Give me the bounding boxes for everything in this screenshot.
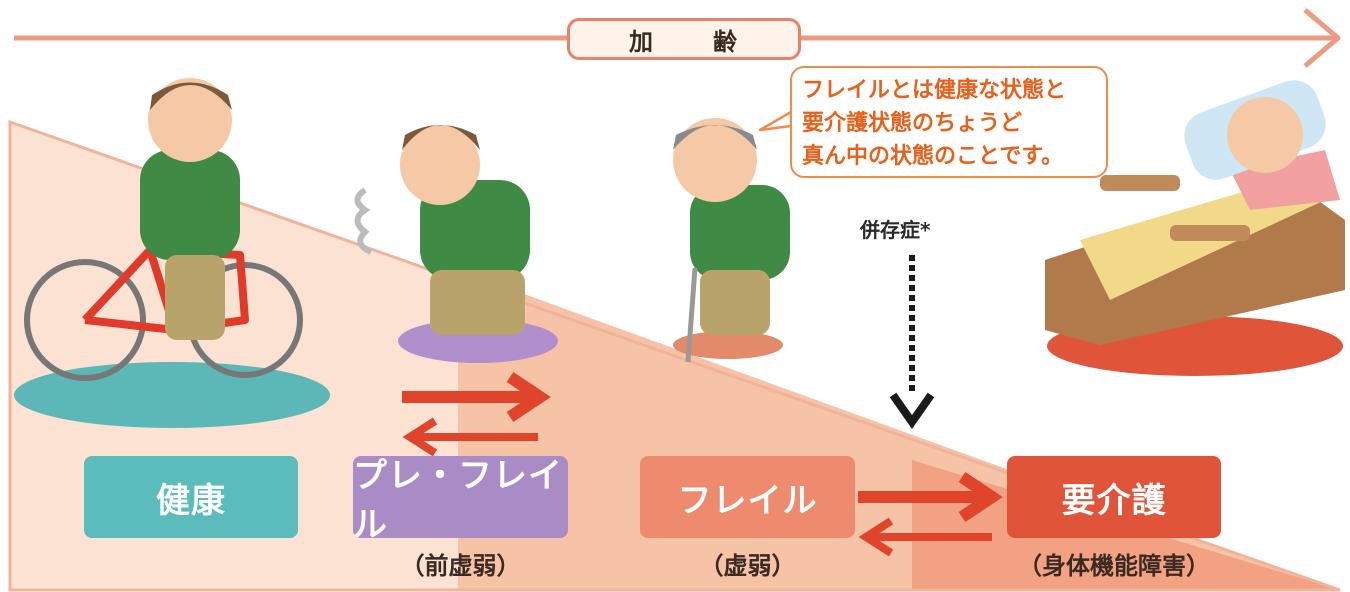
prefrail-forward-arrow [402, 372, 551, 422]
speech-line-3: 真ん中の状態のことです。 [802, 144, 1064, 169]
stage-healthy-label: 健康 [156, 480, 226, 521]
comorbidity-arrow [889, 255, 935, 429]
speech-bubble: フレイルとは健康な状態と 要介護状態のちょうど 真ん中の状態のことです。 [790, 66, 1108, 178]
frail-shadow [673, 331, 783, 359]
stage-care-label: 要介護 [1061, 480, 1167, 521]
frail-forward-arrow [858, 472, 1003, 522]
speech-line-2: 要介護状態のちょうど [802, 111, 1023, 136]
stage-healthy-box: 健康 [84, 456, 298, 538]
bed-illustration [1045, 80, 1345, 345]
stage-frail-label: フレイル [677, 480, 818, 521]
stage-frail-sublabel: （虚弱） [699, 552, 796, 580]
aging-label: 加 齢 [567, 18, 801, 60]
speech-tail [758, 110, 793, 132]
stage-prefrail-sublabel: （前虚弱） [400, 552, 521, 580]
stage-care-sublabel: （身体機能障害） [1018, 552, 1210, 580]
comorbidity-label: 併存症* [860, 218, 931, 242]
stage-prefrail-box: プレ・フレイル [353, 456, 568, 545]
prefrail-back-arrow [402, 417, 538, 457]
stage-prefrail-label: プレ・フレイル [353, 456, 563, 545]
stage-care-box: 要介護 [1007, 456, 1221, 538]
frail-back-arrow [858, 517, 992, 557]
cyclist-illustration [24, 78, 303, 381]
stage-frail-box: フレイル [640, 456, 855, 538]
speech-line-1: フレイルとは健康な状態と [802, 78, 1067, 103]
prefrail-person-illustration [354, 125, 530, 335]
frail-person-illustration [673, 118, 790, 363]
